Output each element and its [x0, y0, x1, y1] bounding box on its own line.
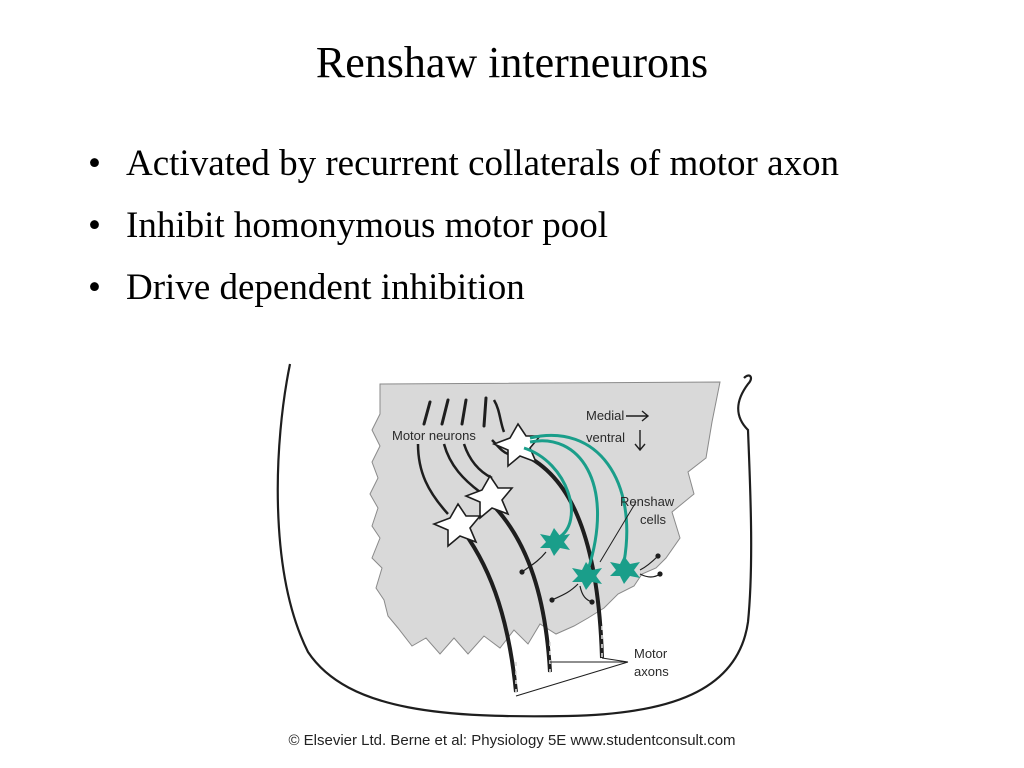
synaptic-terminal [549, 597, 555, 603]
bullet-text: Activated by recurrent collaterals of mo… [126, 143, 839, 184]
dendrite [492, 399, 506, 433]
neuron-process [491, 439, 509, 456]
motor-axon [488, 500, 552, 673]
spinal-cord-outline [276, 363, 753, 718]
arrow-right-icon [626, 410, 650, 422]
gray-matter-region [369, 381, 721, 655]
renshaw-axon [639, 573, 661, 578]
slide-title: Renshaw interneurons [315, 38, 709, 87]
bullet-marker: • [88, 143, 101, 184]
synaptic-terminal [589, 599, 595, 605]
neuron-process [442, 443, 481, 493]
label-renshaw: Renshaw [620, 494, 675, 509]
label-leader [599, 501, 637, 563]
dendrite [440, 398, 450, 426]
label-motor-neurons: Motor neurons [392, 428, 476, 443]
label-motor: Motor [634, 646, 668, 661]
neuron-process [416, 443, 449, 515]
recurrent-collateral [529, 439, 599, 571]
arrow-down-icon [634, 430, 646, 452]
motor-neuron [463, 474, 514, 520]
dendrite [422, 400, 432, 426]
synaptic-terminal [657, 571, 663, 577]
bullet-item: • Activated by recurrent collaterals of … [84, 142, 944, 186]
motor-neuron [431, 502, 482, 548]
dendrite [482, 396, 488, 428]
bullet-marker: • [88, 205, 101, 246]
bullet-list: • Activated by recurrent collaterals of … [84, 142, 944, 328]
synaptic-terminal [519, 569, 525, 575]
recurrent-collateral [529, 434, 629, 563]
renshaw-cell [572, 562, 602, 590]
label-leader [515, 657, 629, 697]
bullet-marker: • [88, 267, 101, 308]
bullet-item: • Inhibit homonymous motor pool [84, 204, 944, 248]
synaptic-terminal [655, 553, 661, 559]
diagram-svg: Motor neurons Medial ventral Renshaw cel… [276, 363, 753, 718]
bullet-text: Drive dependent inhibition [126, 267, 525, 308]
renshaw-cell [540, 528, 570, 556]
label-medial: Medial [586, 408, 624, 423]
label-ventral: ventral [586, 430, 625, 445]
dendrite [460, 398, 468, 426]
recurrent-collateral [523, 446, 573, 540]
bullet-item: • Drive dependent inhibition [84, 266, 944, 310]
label-motor-axons: axons [634, 664, 669, 679]
renshaw-cell [610, 556, 640, 584]
label-renshaw-cells: cells [640, 512, 667, 527]
copyright-credit: © Elsevier Ltd. Berne et al: Physiology … [288, 732, 736, 749]
bullet-text: Inhibit homonymous motor pool [126, 205, 609, 246]
spinal-cord-diagram: Motor neurons Medial ventral Renshaw cel… [268, 362, 768, 722]
